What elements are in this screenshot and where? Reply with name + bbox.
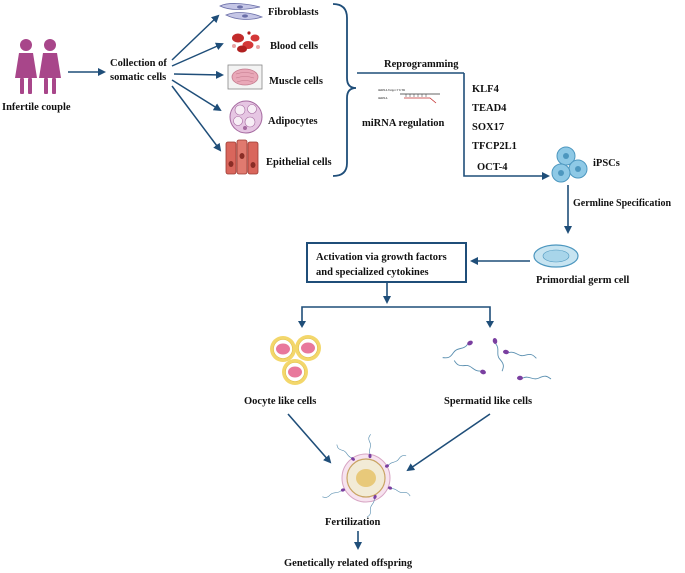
fertilization-icon — [321, 433, 412, 519]
muscle-cell-icon — [227, 64, 263, 90]
arrow-oocyte-to-fertilization — [287, 413, 332, 464]
factor-oct4: OCT-4 — [477, 162, 508, 173]
oocyte-like-cells-label: Oocyte like cells — [244, 396, 316, 407]
somatic-cell-label-fibroblasts: Fibroblasts — [268, 7, 319, 18]
factor-sox17: SOX17 — [472, 122, 504, 133]
offspring-label: Genetically related offspring — [284, 558, 413, 569]
mirna-target-text: miRNA Target 3' UTR — [378, 88, 405, 92]
mirna-regulation-label: miRNA regulation — [362, 118, 445, 129]
person-female-icon — [15, 39, 37, 94]
fibroblast-icon — [219, 3, 264, 20]
spermatid-like-cells-label: Spermatid like cells — [444, 396, 532, 407]
ipsc-cluster-icon — [551, 146, 588, 183]
somatic-cell-label-muscle: Muscle cells — [269, 76, 323, 87]
arrow-to-ipscs — [463, 73, 550, 180]
fan-arrows — [171, 14, 224, 152]
person-female-icon — [39, 39, 61, 94]
factor-tead4: TEAD4 — [472, 103, 507, 114]
arrow-spermatid-to-fertilization — [406, 413, 491, 472]
ipscs-label: iPSCs — [593, 158, 620, 169]
arrowhead-left — [298, 321, 306, 328]
germline-specification-label: Germline Specification — [573, 198, 671, 209]
arrowhead-right — [486, 321, 494, 328]
factor-tfcp2l1: TFCP2L1 — [472, 141, 517, 152]
split-connector — [301, 306, 491, 325]
activation-label-line1: Activation via growth factors — [316, 252, 447, 263]
factor-klf4: KLF4 — [472, 84, 500, 95]
sperm-icon — [441, 337, 552, 381]
somatic-cell-label-adipocytes: Adipocytes — [268, 116, 318, 127]
infertile-couple-label: Infertile couple — [2, 102, 71, 113]
oocyte-icon — [270, 335, 321, 385]
epithelial-cell-icon — [225, 139, 259, 175]
somatic-cell-label-epithelial: Epithelial cells — [266, 157, 332, 168]
primordial-germ-cell-label: Primordial germ cell — [536, 275, 629, 286]
couple-icon — [15, 39, 61, 94]
mirna-text: miRNA — [378, 96, 388, 100]
primordial-germ-cell-icon — [533, 244, 579, 268]
activation-label-line2: and specialized cytokines — [316, 267, 429, 278]
fertilization-label: Fertilization — [325, 517, 381, 528]
reprogramming-label: Reprogramming — [384, 59, 459, 70]
mirna-icon: miRNA Target 3' UTR miRNA — [378, 88, 440, 104]
adipocyte-icon — [229, 100, 263, 134]
blood-cells-icon — [232, 31, 260, 53]
activation-box — [306, 242, 467, 283]
somatic-cell-label-blood: Blood cells — [270, 41, 318, 52]
collection-label-line1: Collection of — [110, 58, 167, 69]
collection-label-line2: somatic cells — [110, 72, 166, 83]
curly-brace — [332, 3, 357, 177]
